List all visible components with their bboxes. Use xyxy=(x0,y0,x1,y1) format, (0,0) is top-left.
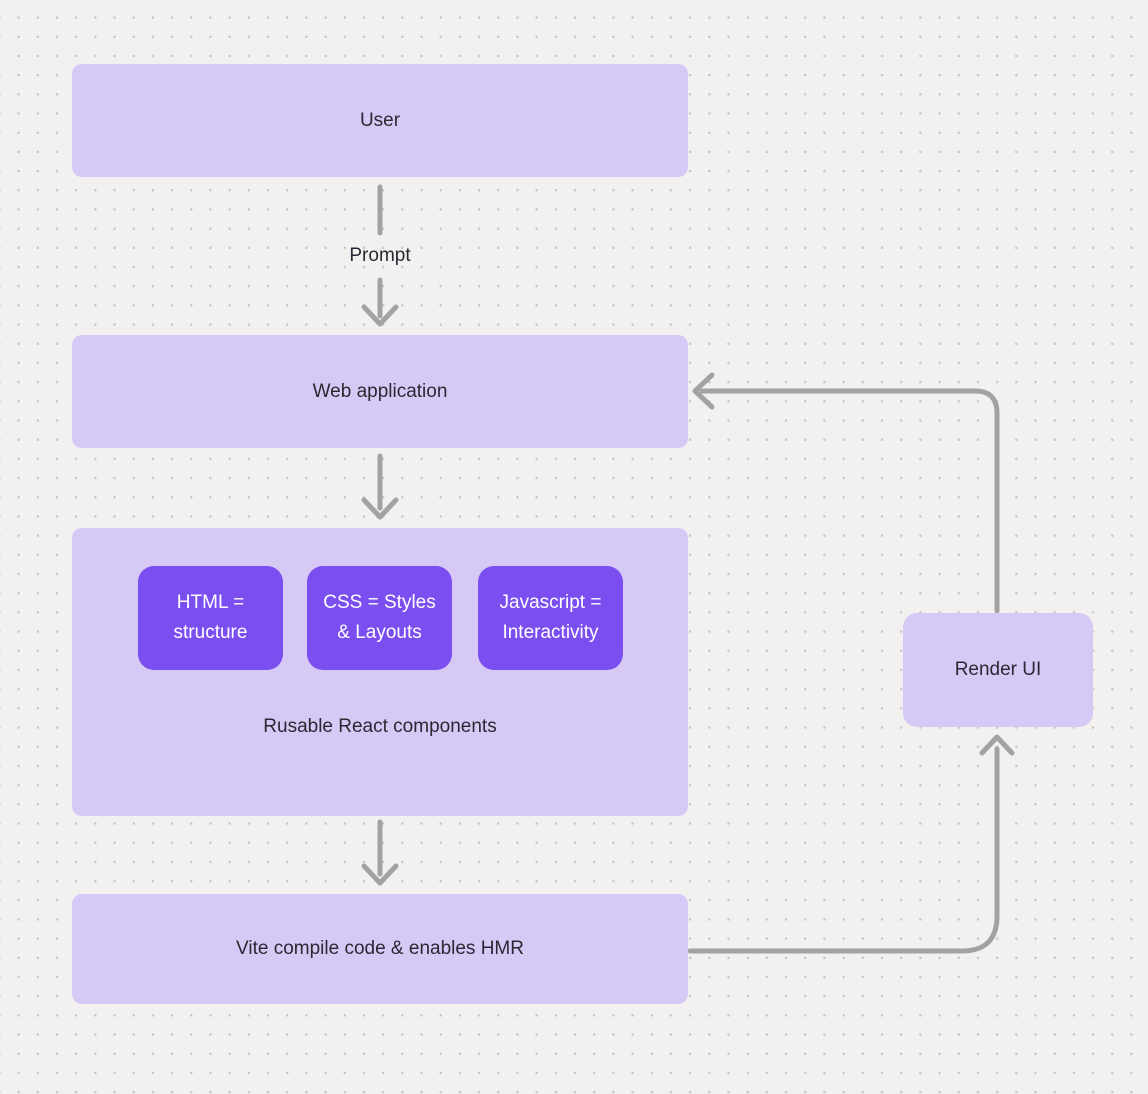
subnode-css: CSS = Styles & Layouts xyxy=(307,566,452,670)
subnode-html-line1: HTML = xyxy=(176,592,245,613)
subnode-html: HTML = structure xyxy=(138,566,283,670)
node-render-ui-label: Render UI xyxy=(954,659,1042,680)
node-vite-label: Vite compile code & enables HMR xyxy=(236,938,524,959)
node-user: User xyxy=(72,64,688,177)
subnode-javascript: Javascript = Interactivity xyxy=(478,566,623,670)
arrowhead-down-vite xyxy=(361,863,399,886)
subnode-html-line2: structure xyxy=(173,622,248,643)
arrow-vite-to-render xyxy=(687,746,1000,954)
subnode-javascript-line2: Interactivity xyxy=(502,622,599,643)
subnode-javascript-line1: Javascript = xyxy=(499,592,602,613)
arrowhead-up-render xyxy=(979,734,1015,756)
subnode-css-line2: & Layouts xyxy=(337,622,422,643)
node-web-application: Web application xyxy=(72,335,688,448)
arrow-render-to-web xyxy=(699,388,1000,614)
node-user-label: User xyxy=(359,109,401,131)
node-web-application-label: Web application xyxy=(312,380,448,402)
node-vite: Vite compile code & enables HMR xyxy=(72,894,688,1004)
group-caption: Rusable React components xyxy=(263,716,497,737)
subnode-css-line1: CSS = Styles xyxy=(323,592,436,613)
arrowhead-down-components xyxy=(361,497,399,520)
node-render-ui: Render UI xyxy=(903,613,1093,727)
edge-label-prompt: Prompt xyxy=(349,245,411,266)
arrowhead-left-web xyxy=(692,372,715,410)
arrowhead-down-web xyxy=(361,304,399,327)
